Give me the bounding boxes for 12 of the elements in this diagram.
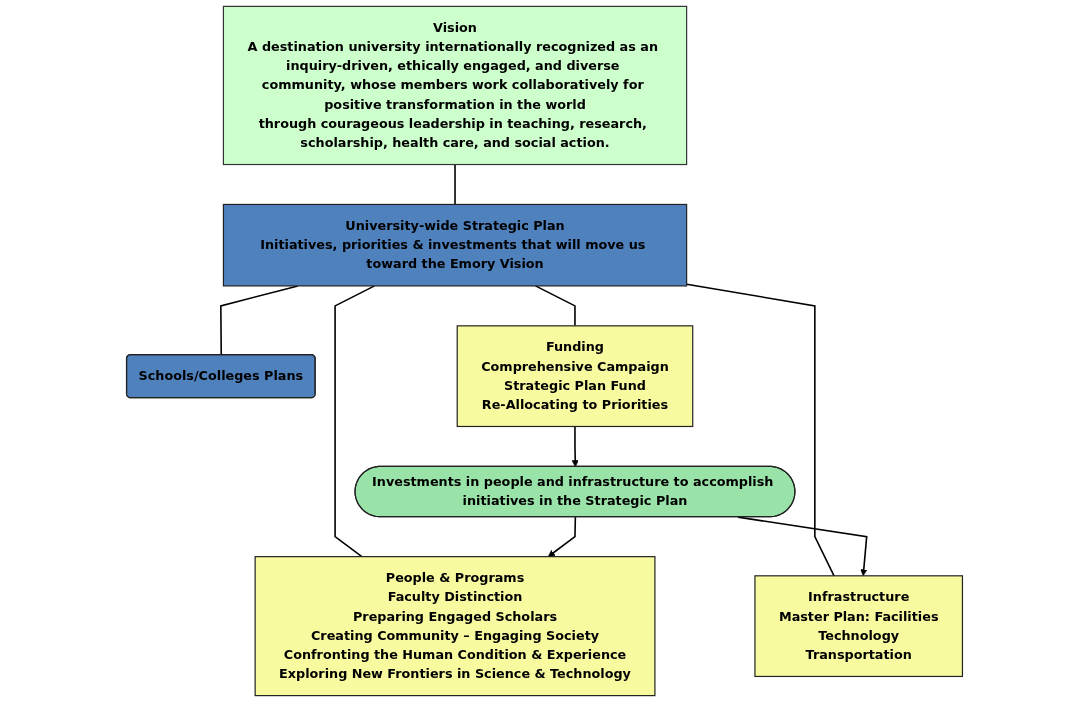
node-box: Infrastructure Master Plan: Facilities Technology Transportation [754,575,964,678]
arrow [547,516,577,557]
arrow [571,425,579,468]
node-box: Vision A destination university internationally recognized as an inquiry-driven, ethically engaged, and diverse community, whose members work collaboratively for positive transformation in the world through courageous leadership in teaching, research, scholarship, health care, and social action. [222,5,688,166]
node-box: People & Programs Faculty Distinction Preparing Engaged Scholars Creating Community – Engaging Society Confronting the Human Condition & Experience Exploring New Frontiers in Science & Technology [254,556,656,697]
connector [685,283,835,577]
arrow [737,516,868,577]
connector [454,163,456,206]
connector [334,285,376,558]
connector [534,285,576,327]
node-box: Funding Comprehensive Campaign Strategic Plan Fund Re-Allocating to Priorities [456,325,694,428]
node-box: University-wide Strategic Plan Initiatives, priorities & investments that will move us toward the Emory Vision [222,203,688,287]
